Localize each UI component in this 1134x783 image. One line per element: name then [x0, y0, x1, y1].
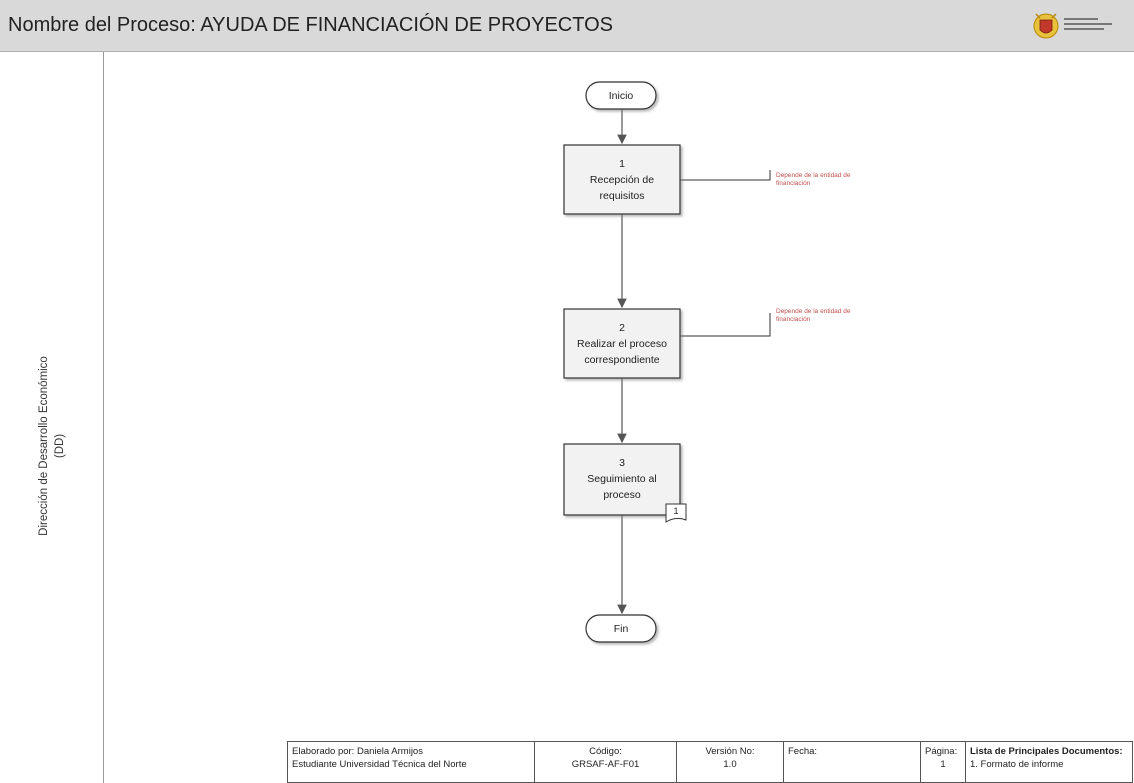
- annotation-note-2: Depende de la entidad de financiación: [776, 308, 886, 324]
- process-box-3: [563, 443, 681, 516]
- page-value: 1: [940, 759, 946, 770]
- document-ref-number: 1: [673, 506, 679, 516]
- version-value: 1.0: [723, 759, 737, 770]
- annotation-note-1: Depende de la entidad de financiación: [776, 172, 886, 188]
- process-2-text: 2 Realizar el proceso correspondiente: [564, 320, 680, 368]
- process-3-number: 3: [619, 457, 625, 469]
- logo-lettering: [1064, 18, 1112, 30]
- date-label: Fecha:: [788, 746, 818, 757]
- version-cell: Versión No: 1.0: [676, 741, 784, 783]
- code-label: Código:: [589, 746, 622, 757]
- process-title: Nombre del Proceso: AYUDA DE FINANCIACIÓ…: [8, 14, 613, 36]
- process-box-1: [563, 144, 681, 215]
- author-line2: Estudiante Universidad Técnica del Norte: [292, 759, 467, 770]
- start-label: Inicio: [608, 90, 634, 102]
- annotation-2-line2: financiación: [776, 316, 811, 323]
- process-2-number: 2: [619, 322, 625, 334]
- institution-logo: [1033, 13, 1112, 39]
- flowchart: [563, 81, 771, 643]
- coat-of-arms-icon: [1033, 13, 1059, 39]
- process-1-line1: Recepción de: [589, 174, 655, 186]
- page-cell: Página: 1: [920, 741, 966, 783]
- process-3-line1: Seguimiento al: [587, 473, 657, 485]
- process-1-line2: requisitos: [599, 190, 645, 202]
- annotation-1-line2: financiación: [776, 180, 811, 187]
- process-box-2: [563, 308, 681, 379]
- annotation-2-line1: Depende de la entidad de: [776, 308, 851, 315]
- process-2-line1: Realizar el proceso: [577, 338, 667, 350]
- author-cell: Elaborado por: Daniela Armijos Estudiant…: [287, 741, 535, 783]
- annotation-1-line1: Depende de la entidad de: [776, 172, 851, 179]
- author-line1: Elaborado por: Daniela Armijos: [292, 746, 423, 757]
- documents-item-1: 1. Formato de informe: [970, 759, 1064, 770]
- process-1-number: 1: [619, 158, 625, 170]
- swimlane-header: Dirección de Desarrollo Económico (DD): [0, 52, 104, 783]
- document-icon: [665, 503, 687, 523]
- end-terminator: [585, 614, 657, 643]
- documents-title: Lista de Principales Documentos:: [970, 746, 1123, 757]
- footer-table: Elaborado por: Daniela Armijos Estudiant…: [287, 741, 1133, 783]
- code-value: GRSAF-AF-F01: [571, 759, 640, 770]
- process-3-line2: proceso: [603, 489, 641, 501]
- process-2-line2: correspondiente: [584, 354, 660, 366]
- start-terminator: [585, 81, 657, 110]
- process-1-text: 1 Recepción de requisitos: [564, 156, 680, 204]
- end-label: Fin: [613, 623, 629, 635]
- header-bar: Nombre del Proceso: AYUDA DE FINANCIACIÓ…: [0, 0, 1134, 52]
- date-cell: Fecha:: [783, 741, 921, 783]
- code-cell: Código: GRSAF-AF-F01: [534, 741, 677, 783]
- process-3-text: 3 Seguimiento al proceso: [564, 455, 680, 503]
- documents-cell: Lista de Principales Documentos: 1. Form…: [965, 741, 1133, 783]
- version-label: Versión No:: [705, 746, 755, 757]
- annotation-line-1: [680, 170, 771, 181]
- page-label: Página:: [925, 746, 958, 757]
- annotation-line-2: [680, 313, 771, 337]
